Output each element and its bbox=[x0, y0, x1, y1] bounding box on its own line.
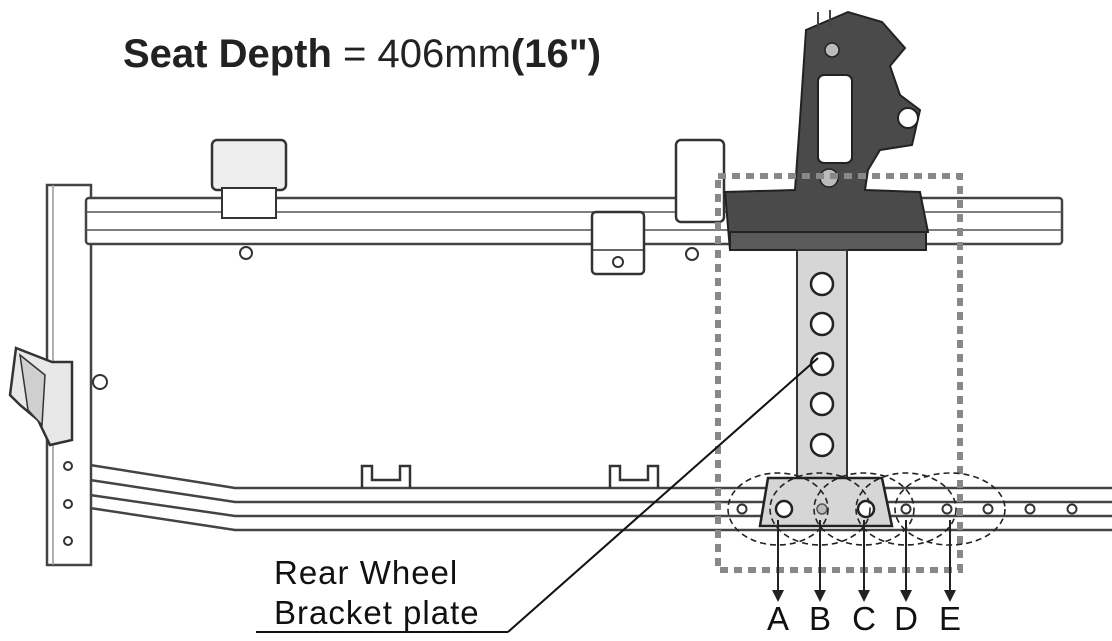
rear-wheel-bracket bbox=[723, 10, 930, 252]
callout-leader bbox=[256, 357, 819, 633]
position-label-c: C bbox=[852, 600, 876, 637]
rail-clip-left bbox=[210, 138, 288, 260]
callout-line-1: Rear Wheel bbox=[274, 554, 459, 591]
seat-depth-metric: 406mm bbox=[377, 32, 511, 76]
position-label-b: B bbox=[808, 600, 831, 637]
page-title: Seat Depth = 406mm(16") bbox=[123, 32, 601, 77]
position-label-e: E bbox=[938, 600, 961, 637]
adjustment-range-box bbox=[715, 173, 963, 573]
rail-clip-right bbox=[674, 138, 726, 261]
front-clamp bbox=[8, 346, 108, 447]
bottom-rail-holes bbox=[736, 503, 1078, 515]
position-arrows bbox=[777, 520, 951, 592]
position-label-a: A bbox=[766, 600, 789, 637]
position-label-d: D bbox=[894, 600, 918, 637]
bracket-plate bbox=[758, 249, 894, 528]
rail-clamp-middle bbox=[590, 210, 646, 276]
seat-depth-imperial: (16") bbox=[510, 32, 602, 76]
callout-line-2: Bracket plate bbox=[274, 594, 480, 631]
bottom-rail-brackets bbox=[360, 464, 660, 488]
arrow-heads bbox=[772, 590, 956, 602]
seat-depth-label: Seat Depth bbox=[123, 32, 332, 76]
equals-sign: = bbox=[331, 32, 378, 76]
